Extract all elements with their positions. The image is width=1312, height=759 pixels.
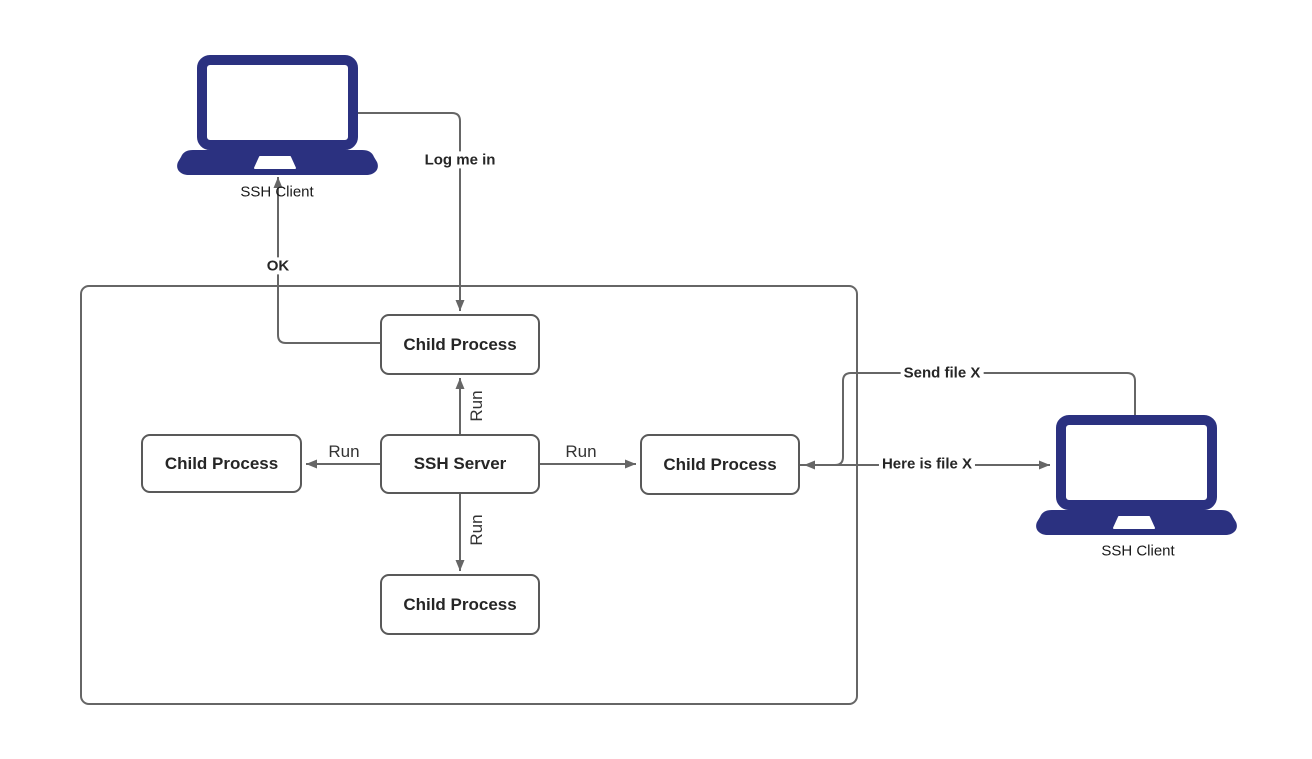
node-child-process-bottom: Child Process <box>380 574 540 635</box>
edge-label-send-file-x: Send file X <box>900 364 984 382</box>
edge-ok <box>273 177 380 344</box>
edge-label-run-right: Run <box>565 442 597 462</box>
node-child-process-left: Child Process <box>141 434 302 493</box>
node-child-process-right: Child Process <box>640 434 800 495</box>
edge-label-here-is-file-x: Here is file X <box>878 455 976 473</box>
edge-label-run-down: Run <box>467 514 487 546</box>
edge-label-ok: OK <box>263 257 293 275</box>
laptop-icon-left <box>177 60 378 175</box>
laptop-icon-right <box>1036 420 1237 535</box>
edge-label-run-up: Run <box>467 390 487 422</box>
edge-label-run-left: Run <box>328 442 360 462</box>
node-label: Child Process <box>403 594 517 614</box>
edge-label-log-me-in: Log me in <box>421 151 499 169</box>
node-child-process-top: Child Process <box>380 314 540 375</box>
edge-log-me-in <box>358 112 465 311</box>
label-ssh-client-left: SSH Client <box>240 183 314 201</box>
node-label: SSH Server <box>413 454 507 473</box>
node-label: Child Process <box>663 454 777 474</box>
edge-send-file-x <box>804 372 1136 470</box>
node-label: Child Process <box>403 334 517 354</box>
server-host-container <box>80 285 858 705</box>
label-ssh-client-right: SSH Client <box>1101 542 1175 560</box>
node-label: Child Process <box>164 453 279 473</box>
node-ssh-server: SSH Server <box>380 434 540 494</box>
